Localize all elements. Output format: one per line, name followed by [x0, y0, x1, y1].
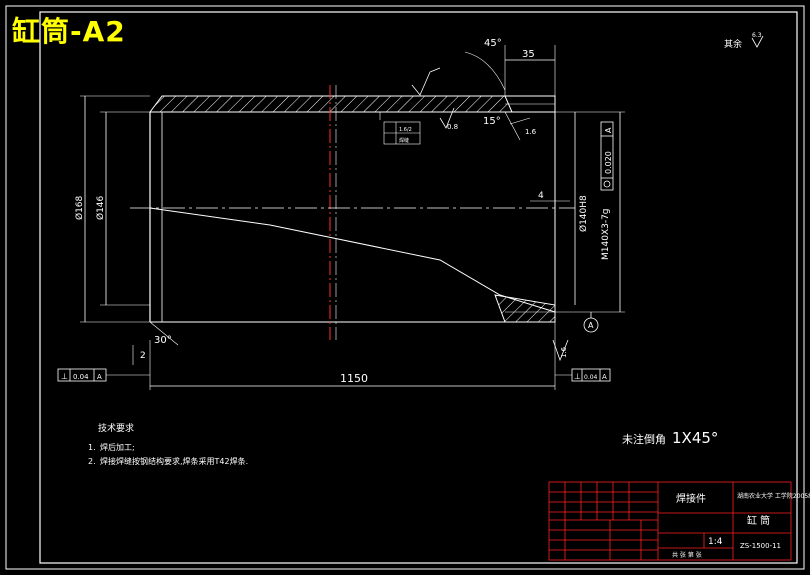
svg-text:1.6/2: 1.6/2: [399, 127, 412, 133]
dim-146-label: Ø146: [95, 195, 106, 220]
top-wall-section: [149, 95, 513, 113]
angle-15-label: 15°: [483, 116, 501, 127]
svg-text:1.6: 1.6: [560, 346, 568, 358]
dim-thread-label: M140X3-7g: [601, 208, 611, 260]
angle-30-label: 30°: [154, 335, 172, 346]
svg-text:A: A: [602, 373, 607, 381]
dim-140h8-label: Ø140H8: [578, 195, 589, 232]
svg-text:0.8: 0.8: [447, 123, 458, 131]
dim-168-label: Ø168: [74, 195, 85, 220]
dim-1150-label: 1150: [340, 372, 368, 385]
svg-text:1.: 1.: [88, 443, 96, 452]
svg-text:2.: 2.: [88, 457, 96, 466]
svg-text:A: A: [97, 373, 102, 381]
dim-2-label: 2: [140, 351, 146, 361]
tech-req-item-2: 焊接焊缝按钢结构要求,焊条采用T42焊条.: [100, 456, 248, 466]
part-name: 缸 筒: [747, 514, 770, 527]
roughness-symbol-top: [411, 71, 431, 96]
datum-circ-label: A: [604, 127, 613, 133]
chamfer-note-value: 1X45°: [672, 429, 718, 447]
scale: 1:4: [708, 537, 723, 547]
circularity-frame: [600, 121, 614, 191]
part-type: 焊接件: [676, 492, 706, 505]
svg-text:焊缝: 焊缝: [399, 137, 409, 144]
svg-text:6.3: 6.3: [752, 32, 762, 39]
dim-4-label: 4: [538, 191, 544, 201]
drawing-title: 缸筒-A2: [12, 15, 126, 48]
tech-req-item-1: 焊后加工;: [100, 442, 135, 452]
svg-text:0.04: 0.04: [73, 373, 89, 381]
drawing-number: ZS-1500-11: [740, 542, 781, 550]
angle-45-label: 45°: [484, 38, 502, 49]
svg-text:0.04: 0.04: [584, 374, 598, 381]
svg-text:⊥: ⊥: [574, 372, 581, 381]
title-block: [548, 481, 792, 561]
svg-text:⊥: ⊥: [61, 372, 68, 381]
sheet-info: 共 张 第 张: [672, 551, 702, 559]
svg-text:A: A: [588, 321, 594, 330]
tol-circ-label: 0.020: [604, 151, 613, 174]
surface-note: 其余: [724, 38, 742, 50]
inner-border: [39, 11, 798, 564]
rough-16-label: 1.6: [525, 128, 537, 136]
outer-border: [5, 5, 805, 570]
section-boundary: [149, 207, 556, 313]
dim-35-label: 35: [522, 49, 535, 60]
school-name: 湖南农业大学 工学院2005级机一班: [737, 492, 810, 500]
bottom-thread-section: [494, 294, 556, 323]
chamfer-note-label: 未注倒角: [622, 432, 666, 446]
tech-req-heading: 技术要求: [98, 422, 134, 434]
